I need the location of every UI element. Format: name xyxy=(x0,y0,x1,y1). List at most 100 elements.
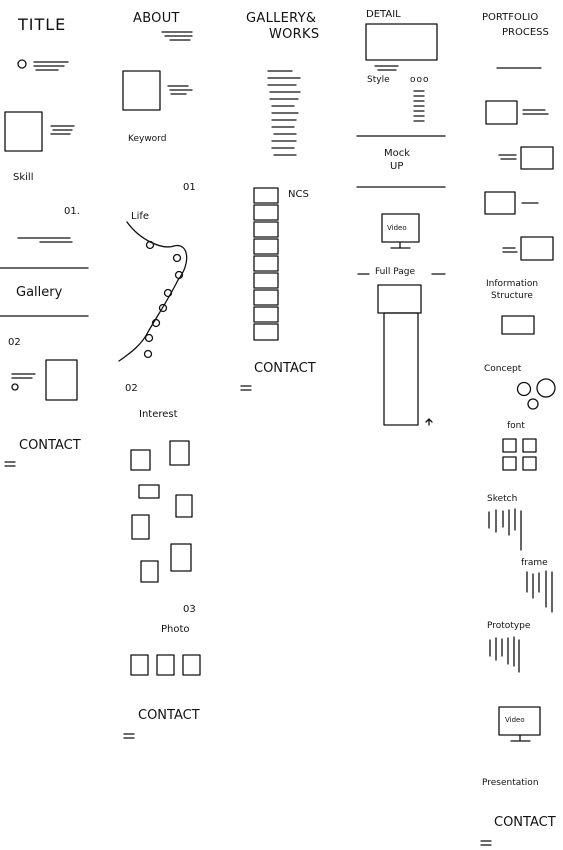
photo-placeholder xyxy=(156,654,175,676)
ncs-item-box xyxy=(253,204,279,221)
timeline-dot xyxy=(172,253,182,263)
concept-circle xyxy=(527,398,539,410)
video-label: Video xyxy=(505,716,525,724)
gallery-works-heading-line2: WORKS xyxy=(269,27,320,42)
mockup-label-line2: UP xyxy=(390,161,404,172)
timeline-dot xyxy=(144,333,154,343)
text-lines xyxy=(374,65,399,71)
contact-label: CONTACT xyxy=(494,815,556,830)
text-lines xyxy=(33,61,69,71)
video-label: Video xyxy=(387,224,407,232)
contact-mark xyxy=(480,840,492,846)
sketch-label: Sketch xyxy=(487,494,518,504)
contact-label: CONTACT xyxy=(19,438,81,453)
section-number-01: 01. xyxy=(64,206,80,217)
style-list-lines xyxy=(413,90,425,122)
font-swatch xyxy=(522,438,537,453)
process-box xyxy=(520,146,554,170)
image-placeholder xyxy=(130,449,151,471)
skill-label: Skill xyxy=(13,172,34,183)
timeline-dot xyxy=(143,349,153,359)
title-heading: TITLE xyxy=(18,15,67,34)
font-label: font xyxy=(507,421,525,431)
life-label: Life xyxy=(131,211,150,222)
prototype-label: Prototype xyxy=(487,621,531,631)
photo-placeholder xyxy=(130,654,149,676)
text-lines xyxy=(522,109,549,115)
style-marks: ooo xyxy=(410,75,430,85)
image-placeholder xyxy=(138,484,160,499)
ncs-item-box xyxy=(253,289,279,306)
image-placeholder xyxy=(170,543,192,572)
sketch-marks xyxy=(488,508,522,551)
gallery-list-lines xyxy=(267,70,301,156)
detail-column-sketch xyxy=(356,23,446,426)
gallery-column-sketch xyxy=(240,70,301,391)
timeline-dot xyxy=(158,303,168,313)
photo-label: Photo xyxy=(161,624,190,635)
ncs-item-box xyxy=(253,221,279,238)
frame-marks xyxy=(526,570,553,613)
mockup-label: Mock xyxy=(384,148,411,159)
scroll-up-arrow xyxy=(425,418,433,426)
keyword-label: Keyword xyxy=(128,134,167,144)
concept-circle xyxy=(516,381,532,397)
full-page-body-box xyxy=(383,312,419,426)
image-placeholder xyxy=(4,111,43,152)
contact-mark xyxy=(4,461,16,467)
contact-label: CONTACT xyxy=(254,361,316,376)
text-lines xyxy=(11,373,36,379)
full-page-label: Full Page xyxy=(375,267,416,277)
full-page-header-box xyxy=(377,284,422,314)
section-number-03: 03 xyxy=(183,604,196,615)
video-monitor xyxy=(381,213,420,243)
detail-heading: DETAIL xyxy=(366,9,401,20)
section-number-02: 02 xyxy=(8,337,21,348)
monitor-stand xyxy=(390,241,411,249)
information-structure-label-line2: Structure xyxy=(491,291,533,301)
text-lines xyxy=(161,31,193,41)
concept-circle xyxy=(536,378,556,398)
timeline-curve xyxy=(118,221,188,362)
monitor-stand xyxy=(510,734,531,742)
image-placeholder xyxy=(122,70,161,111)
style-label: Style xyxy=(367,75,390,85)
image-placeholder xyxy=(131,514,150,540)
timeline-dot xyxy=(174,270,184,280)
information-structure-label: Information xyxy=(486,279,539,289)
text-lines xyxy=(502,247,518,253)
image-placeholder xyxy=(175,494,193,518)
portfolio-process-heading-line2: PROCESS xyxy=(502,27,549,38)
video-monitor xyxy=(498,706,541,736)
process-box xyxy=(485,100,518,125)
ncs-item-box xyxy=(253,238,279,255)
font-swatch xyxy=(502,456,517,471)
contact-mark xyxy=(240,385,252,391)
image-placeholder xyxy=(169,440,190,466)
gallery-label: Gallery xyxy=(16,285,63,300)
timeline-dot xyxy=(145,240,155,250)
ncs-item-box xyxy=(253,323,279,341)
bullet-circle xyxy=(17,59,27,69)
gallery-works-heading: GALLERY& xyxy=(246,11,317,26)
section-number-01: 01 xyxy=(183,182,196,193)
process-box xyxy=(484,191,516,215)
about-column-sketch xyxy=(118,31,201,739)
timeline-dot xyxy=(163,288,173,298)
detail-image-placeholder xyxy=(365,23,438,61)
text-lines xyxy=(167,85,193,95)
text-lines xyxy=(17,237,73,243)
photo-placeholder xyxy=(182,654,201,676)
font-swatch xyxy=(522,456,537,471)
contact-label: CONTACT xyxy=(138,708,200,723)
about-heading: ABOUT xyxy=(133,11,180,26)
concept-label: Concept xyxy=(484,364,522,374)
ncs-item-box xyxy=(253,255,279,272)
interest-label: Interest xyxy=(139,409,178,420)
process-box xyxy=(520,236,554,261)
portfolio-process-heading: PORTFOLIO xyxy=(482,12,539,23)
timeline-dot xyxy=(151,318,161,328)
title-column-sketch xyxy=(0,59,89,467)
process-column-sketch xyxy=(480,67,556,846)
